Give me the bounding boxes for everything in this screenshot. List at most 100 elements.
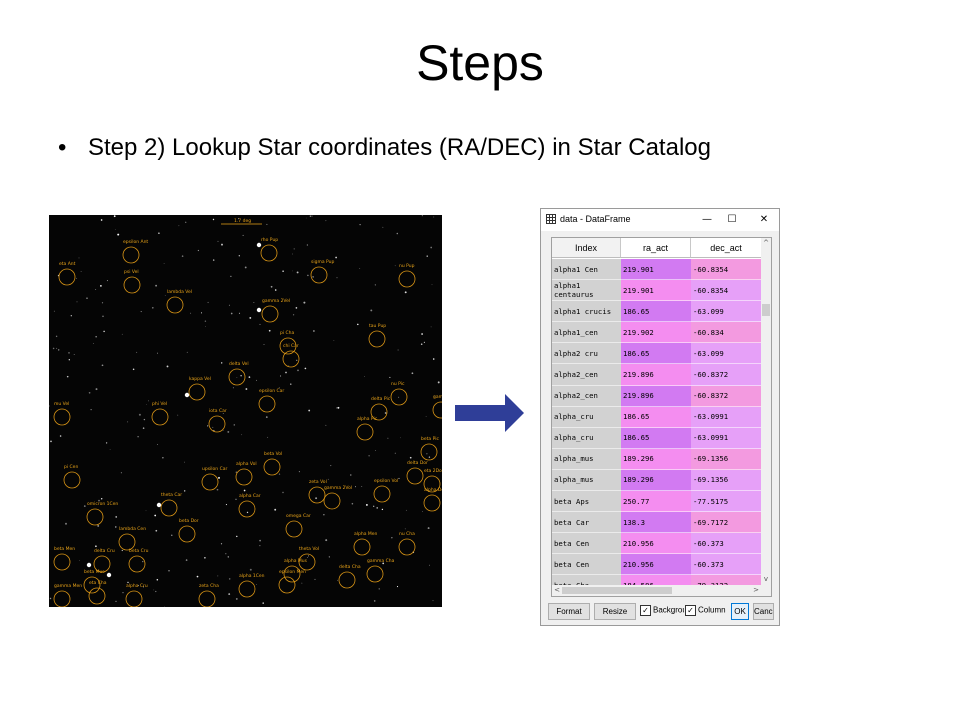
background-star bbox=[221, 243, 223, 246]
ra-cell[interactable]: 219.896 bbox=[621, 385, 691, 407]
column-header-index[interactable]: Index bbox=[552, 238, 621, 258]
resize-button[interactable]: Resize bbox=[594, 603, 636, 620]
minimize-button[interactable]: — bbox=[702, 214, 712, 225]
ra-cell[interactable]: 250.77 bbox=[621, 491, 691, 513]
index-cell[interactable]: alpha1 centaurus bbox=[552, 280, 621, 302]
dec-cell[interactable]: -60.834 bbox=[691, 322, 762, 344]
star-marker-circle bbox=[238, 580, 256, 598]
dec-cell[interactable]: -63.0991 bbox=[691, 406, 762, 428]
index-cell[interactable]: alpha_cru bbox=[552, 427, 621, 449]
ra-cell[interactable]: 219.901 bbox=[621, 280, 691, 302]
index-cell[interactable]: alpha2 cru bbox=[552, 343, 621, 365]
close-button[interactable]: ✕ bbox=[759, 214, 769, 225]
star-marker-circle bbox=[370, 403, 388, 421]
dec-cell[interactable]: -63.099 bbox=[691, 343, 762, 365]
index-cell[interactable]: alpha1 Cen bbox=[552, 259, 621, 281]
index-cell[interactable]: alpha2_cen bbox=[552, 385, 621, 407]
dec-cell[interactable]: -60.8372 bbox=[691, 364, 762, 386]
ra-cell[interactable]: 210.956 bbox=[621, 554, 691, 576]
index-cell[interactable]: beta Cen bbox=[552, 533, 621, 555]
index-cell[interactable]: beta Car bbox=[552, 512, 621, 534]
scroll-up-icon[interactable]: ^ bbox=[763, 239, 769, 247]
index-cell[interactable]: alpha_cru bbox=[552, 406, 621, 428]
dec-cell[interactable]: -69.1356 bbox=[691, 448, 762, 470]
cancel-button[interactable]: Cance bbox=[753, 603, 774, 620]
title-bar[interactable]: data - DataFrame — ☐ ✕ bbox=[541, 209, 779, 231]
horizontal-scroll-thumb[interactable] bbox=[562, 587, 672, 594]
dec-cell[interactable]: -69.7172 bbox=[691, 512, 762, 534]
index-cell[interactable]: alpha_mus bbox=[552, 469, 621, 492]
background-star bbox=[121, 549, 123, 552]
star-marker-circle bbox=[310, 266, 328, 284]
star-label: iota Car bbox=[209, 408, 227, 414]
background-checkbox[interactable]: ✓Backgrou bbox=[640, 605, 684, 619]
index-cell[interactable]: alpha1 crucis bbox=[552, 301, 621, 323]
index-cell[interactable]: beta Cen bbox=[552, 554, 621, 576]
dec-cell[interactable]: -77.5175 bbox=[691, 491, 762, 513]
ra-cell[interactable]: 138.3 bbox=[621, 512, 691, 534]
format-button[interactable]: Format bbox=[548, 603, 590, 620]
vertical-scroll-thumb[interactable] bbox=[762, 304, 770, 316]
ra-cell[interactable]: 186.65 bbox=[621, 406, 691, 428]
ra-cell[interactable]: 210.956 bbox=[621, 533, 691, 555]
ra-cell[interactable]: 186.65 bbox=[621, 427, 691, 449]
column-header-dec[interactable]: dec_act bbox=[691, 238, 762, 258]
ra-cell[interactable]: 186.65 bbox=[621, 343, 691, 365]
ra-cell[interactable]: 219.896 bbox=[621, 364, 691, 386]
dec-cell[interactable]: -60.373 bbox=[691, 554, 762, 576]
maximize-button[interactable]: ☐ bbox=[727, 214, 737, 225]
column-checkbox[interactable]: ✓Column r bbox=[685, 605, 727, 619]
index-cell[interactable]: alpha2_cen bbox=[552, 364, 621, 386]
column-header-ra[interactable]: ra_act bbox=[621, 238, 691, 258]
ra-cell[interactable]: 219.901 bbox=[621, 259, 691, 281]
background-star bbox=[164, 295, 166, 296]
scroll-down-icon[interactable]: v bbox=[763, 575, 769, 583]
ra-cell[interactable]: 186.65 bbox=[621, 301, 691, 323]
ra-cell[interactable]: 219.902 bbox=[621, 322, 691, 344]
star-label: psi Vel bbox=[124, 269, 139, 275]
background-star bbox=[184, 490, 186, 492]
index-cell[interactable]: beta Aps bbox=[552, 491, 621, 513]
dec-cell[interactable]: -63.099 bbox=[691, 301, 762, 323]
ok-button[interactable]: OK bbox=[731, 603, 749, 620]
dec-cell[interactable]: -63.0991 bbox=[691, 427, 762, 449]
dec-cell[interactable]: -69.1356 bbox=[691, 469, 762, 492]
background-star bbox=[280, 375, 282, 377]
background-star bbox=[350, 474, 352, 476]
index-cell[interactable]: alpha1_cen bbox=[552, 322, 621, 344]
background-star bbox=[265, 416, 268, 418]
dec-cell[interactable]: -60.8354 bbox=[691, 280, 762, 302]
dec-cell[interactable]: -60.8372 bbox=[691, 385, 762, 407]
index-cell[interactable]: alpha_mus bbox=[552, 448, 621, 470]
background-star bbox=[266, 223, 268, 225]
background-star bbox=[301, 582, 303, 584]
star-marker-circle bbox=[198, 590, 216, 607]
star-label: lambda Vel bbox=[167, 289, 192, 295]
ra-cell[interactable]: 189.296 bbox=[621, 448, 691, 470]
background-star bbox=[92, 343, 94, 344]
horizontal-scrollbar[interactable]: < > bbox=[552, 585, 761, 596]
scroll-right-icon[interactable]: > bbox=[753, 586, 759, 594]
scroll-left-icon[interactable]: < bbox=[554, 586, 560, 594]
dec-cell[interactable]: -60.373 bbox=[691, 533, 762, 555]
background-star bbox=[432, 358, 435, 360]
vertical-scrollbar[interactable]: ^ v bbox=[761, 238, 771, 596]
ra-cell[interactable]: 189.296 bbox=[621, 469, 691, 492]
dec-cell[interactable]: -60.8354 bbox=[691, 259, 762, 281]
